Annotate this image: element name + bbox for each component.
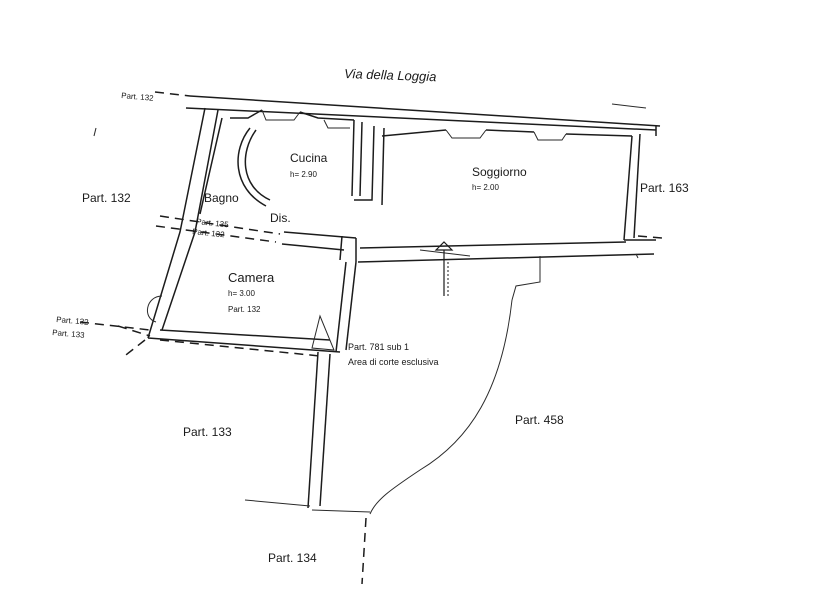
room-disimpegno-name: Dis.: [270, 211, 291, 225]
room-bagno-name: Bagno: [204, 191, 239, 205]
courtyard-parcel-label: Part. 781 sub 1: [348, 342, 409, 352]
courtyard-outline: [369, 249, 541, 515]
windows: [261, 109, 567, 141]
scan-mark: [93, 127, 97, 137]
parcel-458-label: Part. 458: [515, 413, 564, 427]
room-cucina-height: h= 2.90: [290, 170, 317, 179]
parcel-134-label: Part. 134: [268, 551, 317, 565]
parcel-135-bagno-small-label: Part. 135: [196, 217, 230, 229]
parcel-132-top-small-label: Part. 132: [121, 91, 155, 103]
room-soggiorno-name: Soggiorno: [472, 165, 527, 179]
entrance-marker-icon: [434, 241, 454, 296]
street-name: Via della Loggia: [344, 66, 437, 84]
bagno-curved-partition: [237, 127, 271, 207]
parcel-163-label: Part. 163: [640, 181, 689, 195]
room-soggiorno-height: h= 2.00: [472, 183, 499, 192]
room-camera-parcel: Part. 132: [228, 305, 261, 314]
room-camera-height: h= 3.00: [228, 289, 255, 298]
courtyard-description: Area di corte esclusiva: [348, 357, 439, 367]
parcel-132-west-label: Part. 132: [82, 191, 131, 205]
street-boundary: [154, 91, 661, 131]
scan-mark: [635, 253, 639, 259]
parcel-133-label: Part. 133: [183, 425, 232, 439]
room-camera-name: Camera: [228, 270, 275, 285]
parcel-132-left-small-label: Part. 132: [56, 315, 90, 327]
room-cucina-name: Cucina: [290, 151, 328, 165]
parcel-132-bagno-small-label: Part. 132: [192, 227, 226, 239]
parcel-133-left-small-label: Part. 133: [52, 328, 86, 340]
building-outline: [147, 107, 657, 513]
parcel-boundaries: [79, 215, 663, 585]
